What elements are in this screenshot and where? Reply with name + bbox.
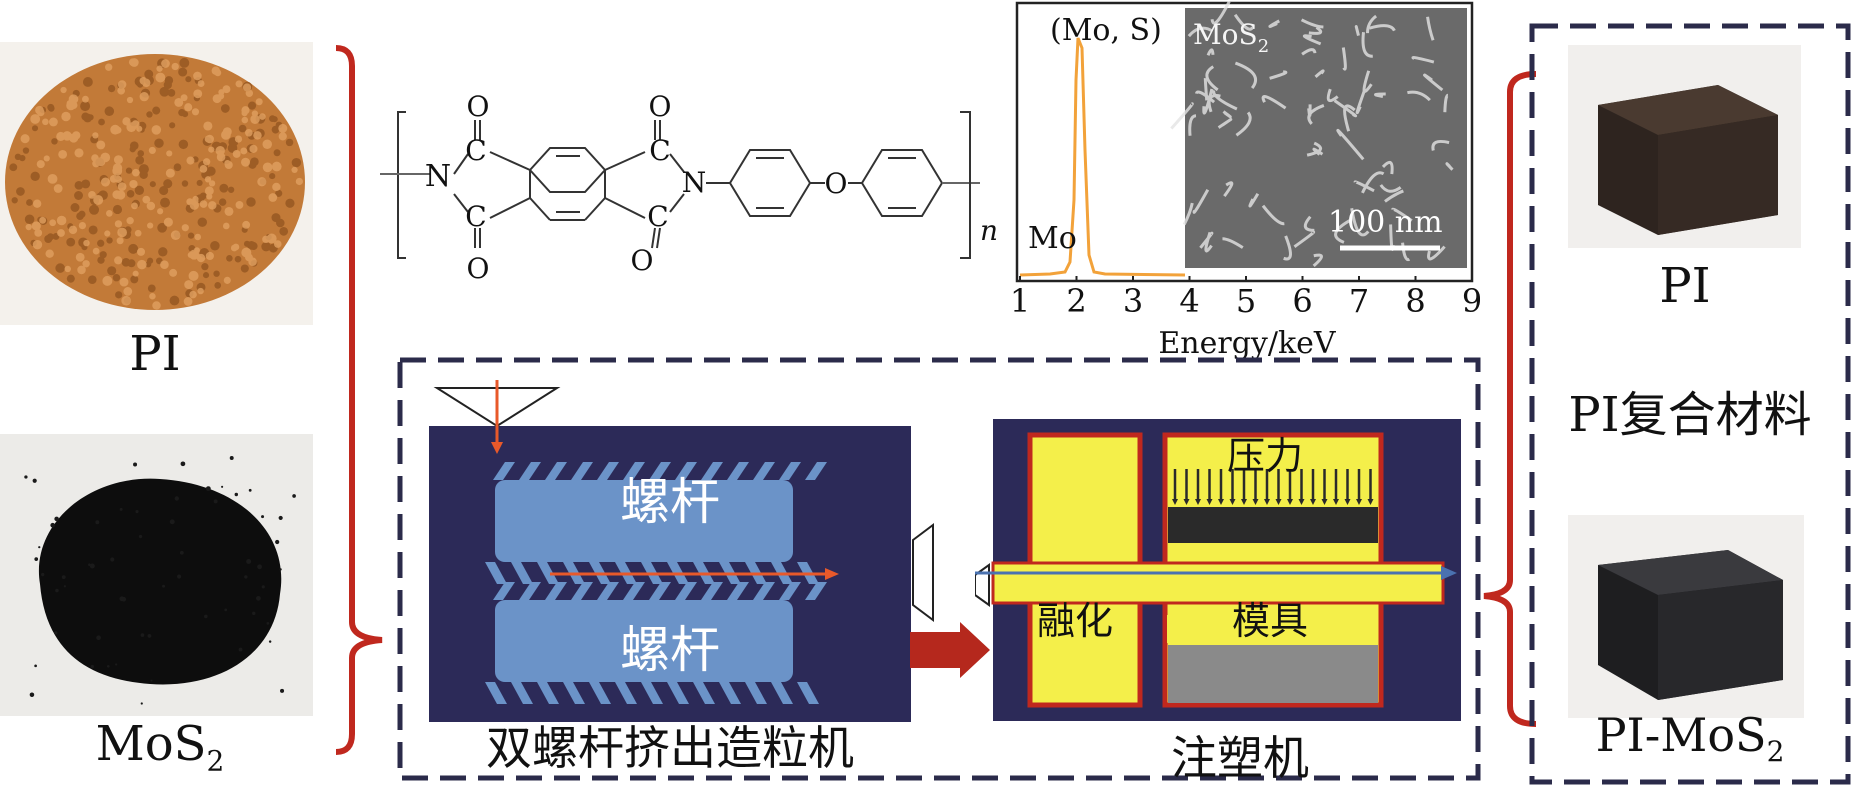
screw-top-label: 螺杆 — [620, 473, 720, 531]
atom-c-2: C — [465, 200, 486, 233]
pi-chemical-structure: N C O C O C O C O N O n — [380, 90, 998, 285]
left-bracket — [335, 45, 383, 755]
products-box-border — [1529, 23, 1851, 785]
atom-o-1: O — [467, 90, 490, 123]
pi-block-photo — [1568, 45, 1801, 248]
extruder-nozzle — [912, 523, 934, 622]
x-tick-label: 9 — [1462, 282, 1480, 320]
atom-o-4: O — [631, 244, 654, 277]
extruder-caption: 双螺杆挤出造粒机 — [486, 721, 854, 775]
sem-image — [1185, 8, 1467, 268]
pi-granules-photo — [0, 42, 313, 325]
composite-label: PI复合材料 — [1568, 387, 1812, 443]
x-tick-label: 6 — [1292, 282, 1312, 320]
atom-c-1: C — [465, 134, 486, 167]
pressure-label: 压力 — [1226, 434, 1303, 478]
process-box-border — [397, 357, 1481, 781]
atom-c-4: C — [647, 200, 668, 233]
sem-label: MoS2 — [1193, 18, 1269, 57]
injection-caption: 注塑机 — [1171, 731, 1309, 785]
mold-label: 模具 — [1231, 599, 1308, 643]
right-bracket — [1483, 71, 1537, 727]
x-tick-label: 5 — [1236, 282, 1256, 320]
mos2-raw-label: MoS2 — [95, 716, 225, 778]
atom-c-3: C — [649, 134, 670, 167]
x-tick-label: 1 — [1010, 282, 1030, 320]
screw-top — [485, 462, 827, 584]
injection-molding-machine — [975, 419, 1461, 721]
process-arrow — [910, 622, 990, 678]
screw-bottom — [485, 582, 827, 704]
x-tick-label: 7 — [1349, 282, 1369, 320]
peak-label: (Mo, S) — [1050, 13, 1162, 48]
mos2-powder-photo — [0, 434, 313, 716]
x-tick-label: 8 — [1405, 282, 1425, 320]
x-axis-label: Energy/keV — [1158, 326, 1337, 361]
repeat-unit-n: n — [980, 214, 998, 247]
twin-screw-extruder — [429, 380, 934, 722]
x-tick-label: 3 — [1123, 282, 1143, 320]
eds-series-line — [1019, 37, 1186, 277]
pi-mos2-block-photo — [1568, 515, 1804, 718]
pi-raw-label: PI — [129, 326, 181, 382]
mo-peak-label: Mo — [1028, 221, 1077, 256]
x-tick-label: 4 — [1179, 282, 1199, 320]
atom-n-left: N — [425, 159, 451, 194]
pi-product-label: PI — [1659, 258, 1711, 314]
atom-o-3: O — [649, 90, 672, 123]
screw-bottom-label: 螺杆 — [620, 621, 720, 679]
pi-mos2-product-label: PI-MoS2 — [1595, 708, 1785, 769]
atom-o-2: O — [467, 252, 490, 285]
atom-o-ether: O — [825, 167, 848, 200]
injection-nozzle — [975, 563, 990, 607]
melt-label: 融化 — [1036, 599, 1113, 643]
scale-bar-label: 100 nm — [1328, 205, 1443, 240]
x-tick-label: 2 — [1066, 282, 1086, 320]
atom-n-right: N — [682, 166, 707, 199]
